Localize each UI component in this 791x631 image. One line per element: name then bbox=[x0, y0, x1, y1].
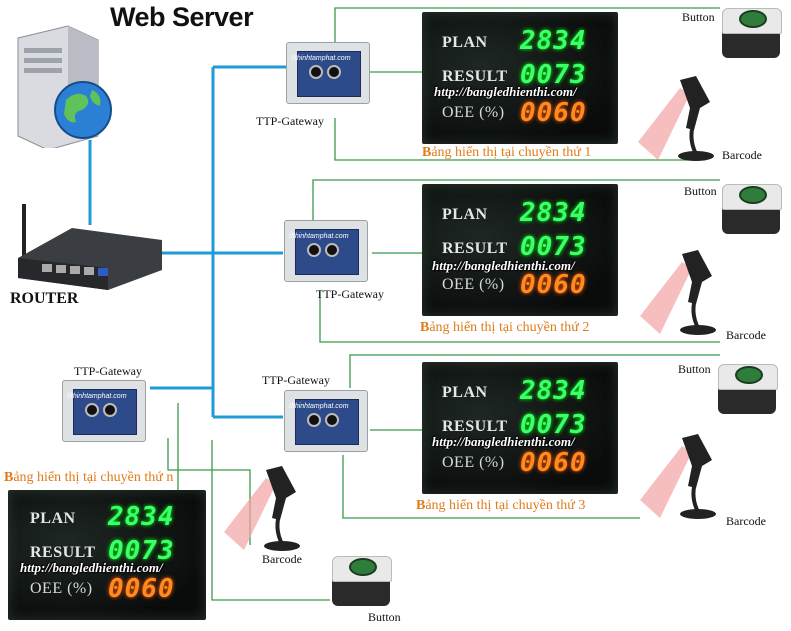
plan-value: 2834 bbox=[108, 502, 175, 532]
push-button-line-n bbox=[332, 556, 392, 608]
board-caption-2: Bảng hiển thị tại chuyền thứ 2 bbox=[420, 320, 590, 335]
gateway-label-3: TTP-Gateway bbox=[262, 373, 330, 387]
board-caption-1: Bảng hiển thị tại chuyền thứ 1 bbox=[422, 145, 592, 160]
led-board-line-n: PLAN 2834 RESULT 0073 http://bangledhien… bbox=[8, 490, 206, 620]
result-label: RESULT bbox=[442, 68, 508, 85]
result-value: 0073 bbox=[108, 536, 175, 566]
barcode-label-1: Barcode bbox=[722, 148, 762, 162]
plan-value: 2834 bbox=[520, 26, 587, 56]
board-url: http://bangledhienthi.com/ bbox=[20, 560, 163, 575]
oee-value: 0060 bbox=[520, 270, 587, 300]
plan-value: 2834 bbox=[520, 198, 587, 228]
linen-button-wire bbox=[211, 440, 330, 601]
led-board-line-1: PLAN 2834 RESULT 0073 http://bangledhien… bbox=[422, 12, 618, 144]
button-cap-icon bbox=[739, 10, 767, 28]
barcode-scanner-line-n bbox=[224, 462, 314, 551]
gateway-label-2: TTP-Gateway bbox=[316, 287, 384, 301]
button-cap-icon bbox=[349, 558, 377, 576]
gateway-line-3: //thinhtamphat.com bbox=[284, 390, 368, 452]
barcode-label-n: Barcode bbox=[262, 552, 302, 566]
result-value: 0073 bbox=[520, 60, 587, 90]
button-label-1: Button bbox=[682, 10, 715, 24]
button-label-3: Button bbox=[678, 362, 711, 376]
plan-label: PLAN bbox=[442, 206, 488, 223]
barcode-scanner-line-3 bbox=[640, 430, 730, 519]
plan-label: PLAN bbox=[442, 34, 488, 51]
oee-label: OEE (%) bbox=[442, 454, 505, 471]
result-value: 0073 bbox=[520, 410, 587, 440]
board-url: http://bangledhienthi.com/ bbox=[434, 84, 577, 99]
button-cap-icon bbox=[739, 186, 767, 204]
gateway-line-2: //thinhtamphat.com bbox=[284, 220, 368, 282]
plan-value: 2834 bbox=[520, 376, 587, 406]
barcode-scanner-line-1 bbox=[638, 72, 728, 161]
router-label: ROUTER bbox=[10, 290, 79, 307]
oee-label: OEE (%) bbox=[30, 580, 93, 597]
board-caption-3: Bảng hiển thị tại chuyền thứ 3 bbox=[416, 498, 586, 513]
gateway-line-1: //thinhtamphat.com bbox=[286, 42, 370, 104]
led-board-line-2: PLAN 2834 RESULT 0073 http://bangledhien… bbox=[422, 184, 618, 316]
oee-label: OEE (%) bbox=[442, 104, 505, 121]
barcode-scanner-line-2 bbox=[640, 246, 730, 335]
gateway-line-n: //thinhtamphat.com bbox=[62, 380, 146, 442]
button-label-n: Button bbox=[368, 610, 401, 624]
push-button-line-1 bbox=[722, 8, 782, 60]
result-label: RESULT bbox=[442, 240, 508, 257]
line3-barcode-wire bbox=[342, 455, 640, 519]
line2-button-wire bbox=[312, 179, 720, 222]
result-label: RESULT bbox=[30, 544, 96, 561]
gateway-label-1: TTP-Gateway bbox=[256, 114, 324, 128]
button-cap-icon bbox=[735, 366, 763, 384]
barcode-label-3: Barcode bbox=[726, 514, 766, 528]
barcode-label-2: Barcode bbox=[726, 328, 766, 342]
router-icon bbox=[12, 200, 162, 290]
board-caption-n: Bảng hiển thị tại chuyền thứ n bbox=[4, 470, 174, 485]
push-button-line-2 bbox=[722, 184, 782, 236]
plan-label: PLAN bbox=[442, 384, 488, 401]
oee-value: 0060 bbox=[520, 98, 587, 128]
line1-button-wire bbox=[334, 7, 720, 42]
plan-label: PLAN bbox=[30, 510, 76, 527]
result-label: RESULT bbox=[442, 418, 508, 435]
led-board-line-3: PLAN 2834 RESULT 0073 http://bangledhien… bbox=[422, 362, 618, 494]
line2-barcode-wire bbox=[319, 290, 720, 343]
gateway-label-n: TTP-Gateway bbox=[74, 364, 142, 378]
result-value: 0073 bbox=[520, 232, 587, 262]
button-label-2: Button bbox=[684, 184, 717, 198]
board-url: http://bangledhienthi.com/ bbox=[432, 258, 575, 273]
oee-label: OEE (%) bbox=[442, 276, 505, 293]
web-server-icon bbox=[8, 18, 118, 151]
push-button-line-3 bbox=[718, 364, 778, 416]
diagram-title: Web Server bbox=[110, 2, 254, 32]
board-url: http://bangledhienthi.com/ bbox=[432, 434, 575, 449]
oee-value: 0060 bbox=[520, 448, 587, 478]
line1-barcode-wire bbox=[334, 118, 700, 161]
oee-value: 0060 bbox=[108, 574, 175, 604]
line3-button-wire bbox=[349, 354, 720, 388]
